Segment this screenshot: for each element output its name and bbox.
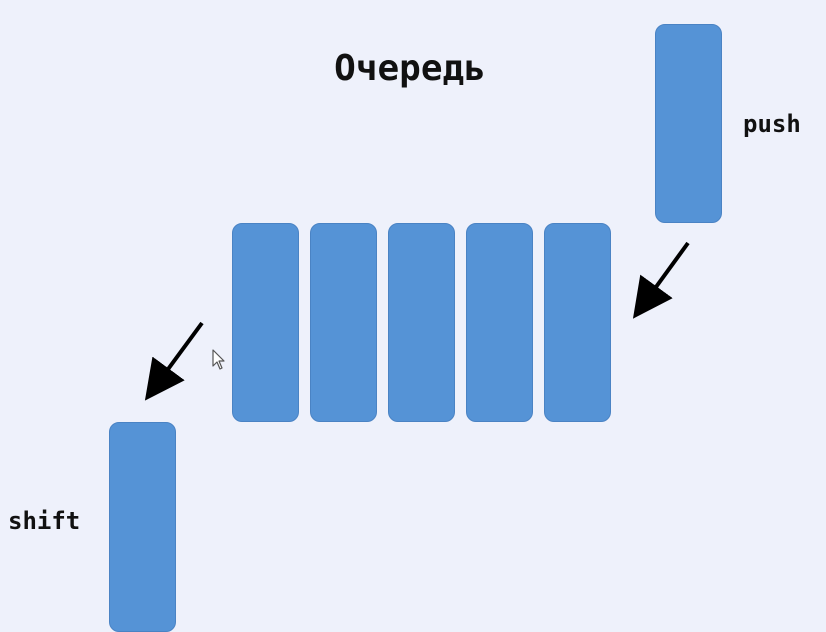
queue-item	[310, 223, 377, 422]
diagram-title: Очередь	[334, 48, 486, 89]
queue-item	[388, 223, 455, 422]
shift-label: shift	[8, 507, 81, 535]
push-arrow-icon	[632, 241, 690, 319]
mouse-pointer-icon	[212, 349, 225, 370]
shift-arrow-icon	[144, 321, 204, 401]
push-element	[655, 24, 722, 223]
push-label: push	[743, 110, 801, 138]
queue-item	[544, 223, 611, 422]
shift-element	[109, 422, 176, 632]
queue-item	[232, 223, 299, 422]
queue-item	[466, 223, 533, 422]
